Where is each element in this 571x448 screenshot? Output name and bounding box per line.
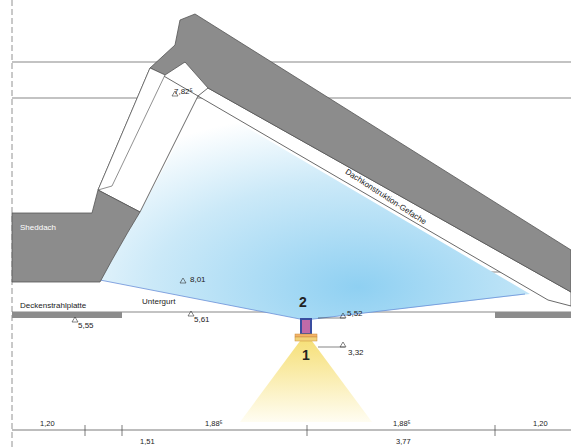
lamp-base: [295, 334, 317, 337]
dimension: 1,51: [140, 438, 155, 446]
level-markers: [72, 91, 346, 347]
dimension: 1,88⁵: [205, 420, 223, 428]
roof-slab: [150, 14, 571, 292]
level-value: 5,61: [194, 316, 210, 324]
dimension: 1,88⁵: [393, 420, 411, 428]
dimension: 3,77: [396, 438, 411, 446]
roof-frame: [198, 88, 571, 306]
level-value: 5,55: [78, 322, 94, 330]
light-cone: [240, 341, 372, 422]
part-name: Sheddach: [20, 224, 56, 232]
dimension: 1,20: [40, 420, 55, 428]
callout-number: 2: [299, 295, 307, 309]
radiant-panel: [12, 312, 122, 318]
part-name: Deckenstrahlplatte: [20, 302, 86, 310]
level-value: 7,82⁵: [174, 88, 193, 96]
level-value: 8,01: [190, 276, 206, 284]
level-value: 3,32: [348, 349, 364, 357]
glazing-frame: [98, 68, 198, 212]
part-name: Untergurt: [142, 298, 175, 306]
level-value: 5,52: [347, 310, 363, 318]
dimension-line: [12, 425, 571, 436]
sheddach-wall: [12, 190, 140, 282]
radiant-panel: [495, 312, 571, 318]
lamp-upper: [301, 319, 311, 334]
callout-number: 1: [302, 348, 310, 362]
dimension: 1,20: [533, 420, 548, 428]
